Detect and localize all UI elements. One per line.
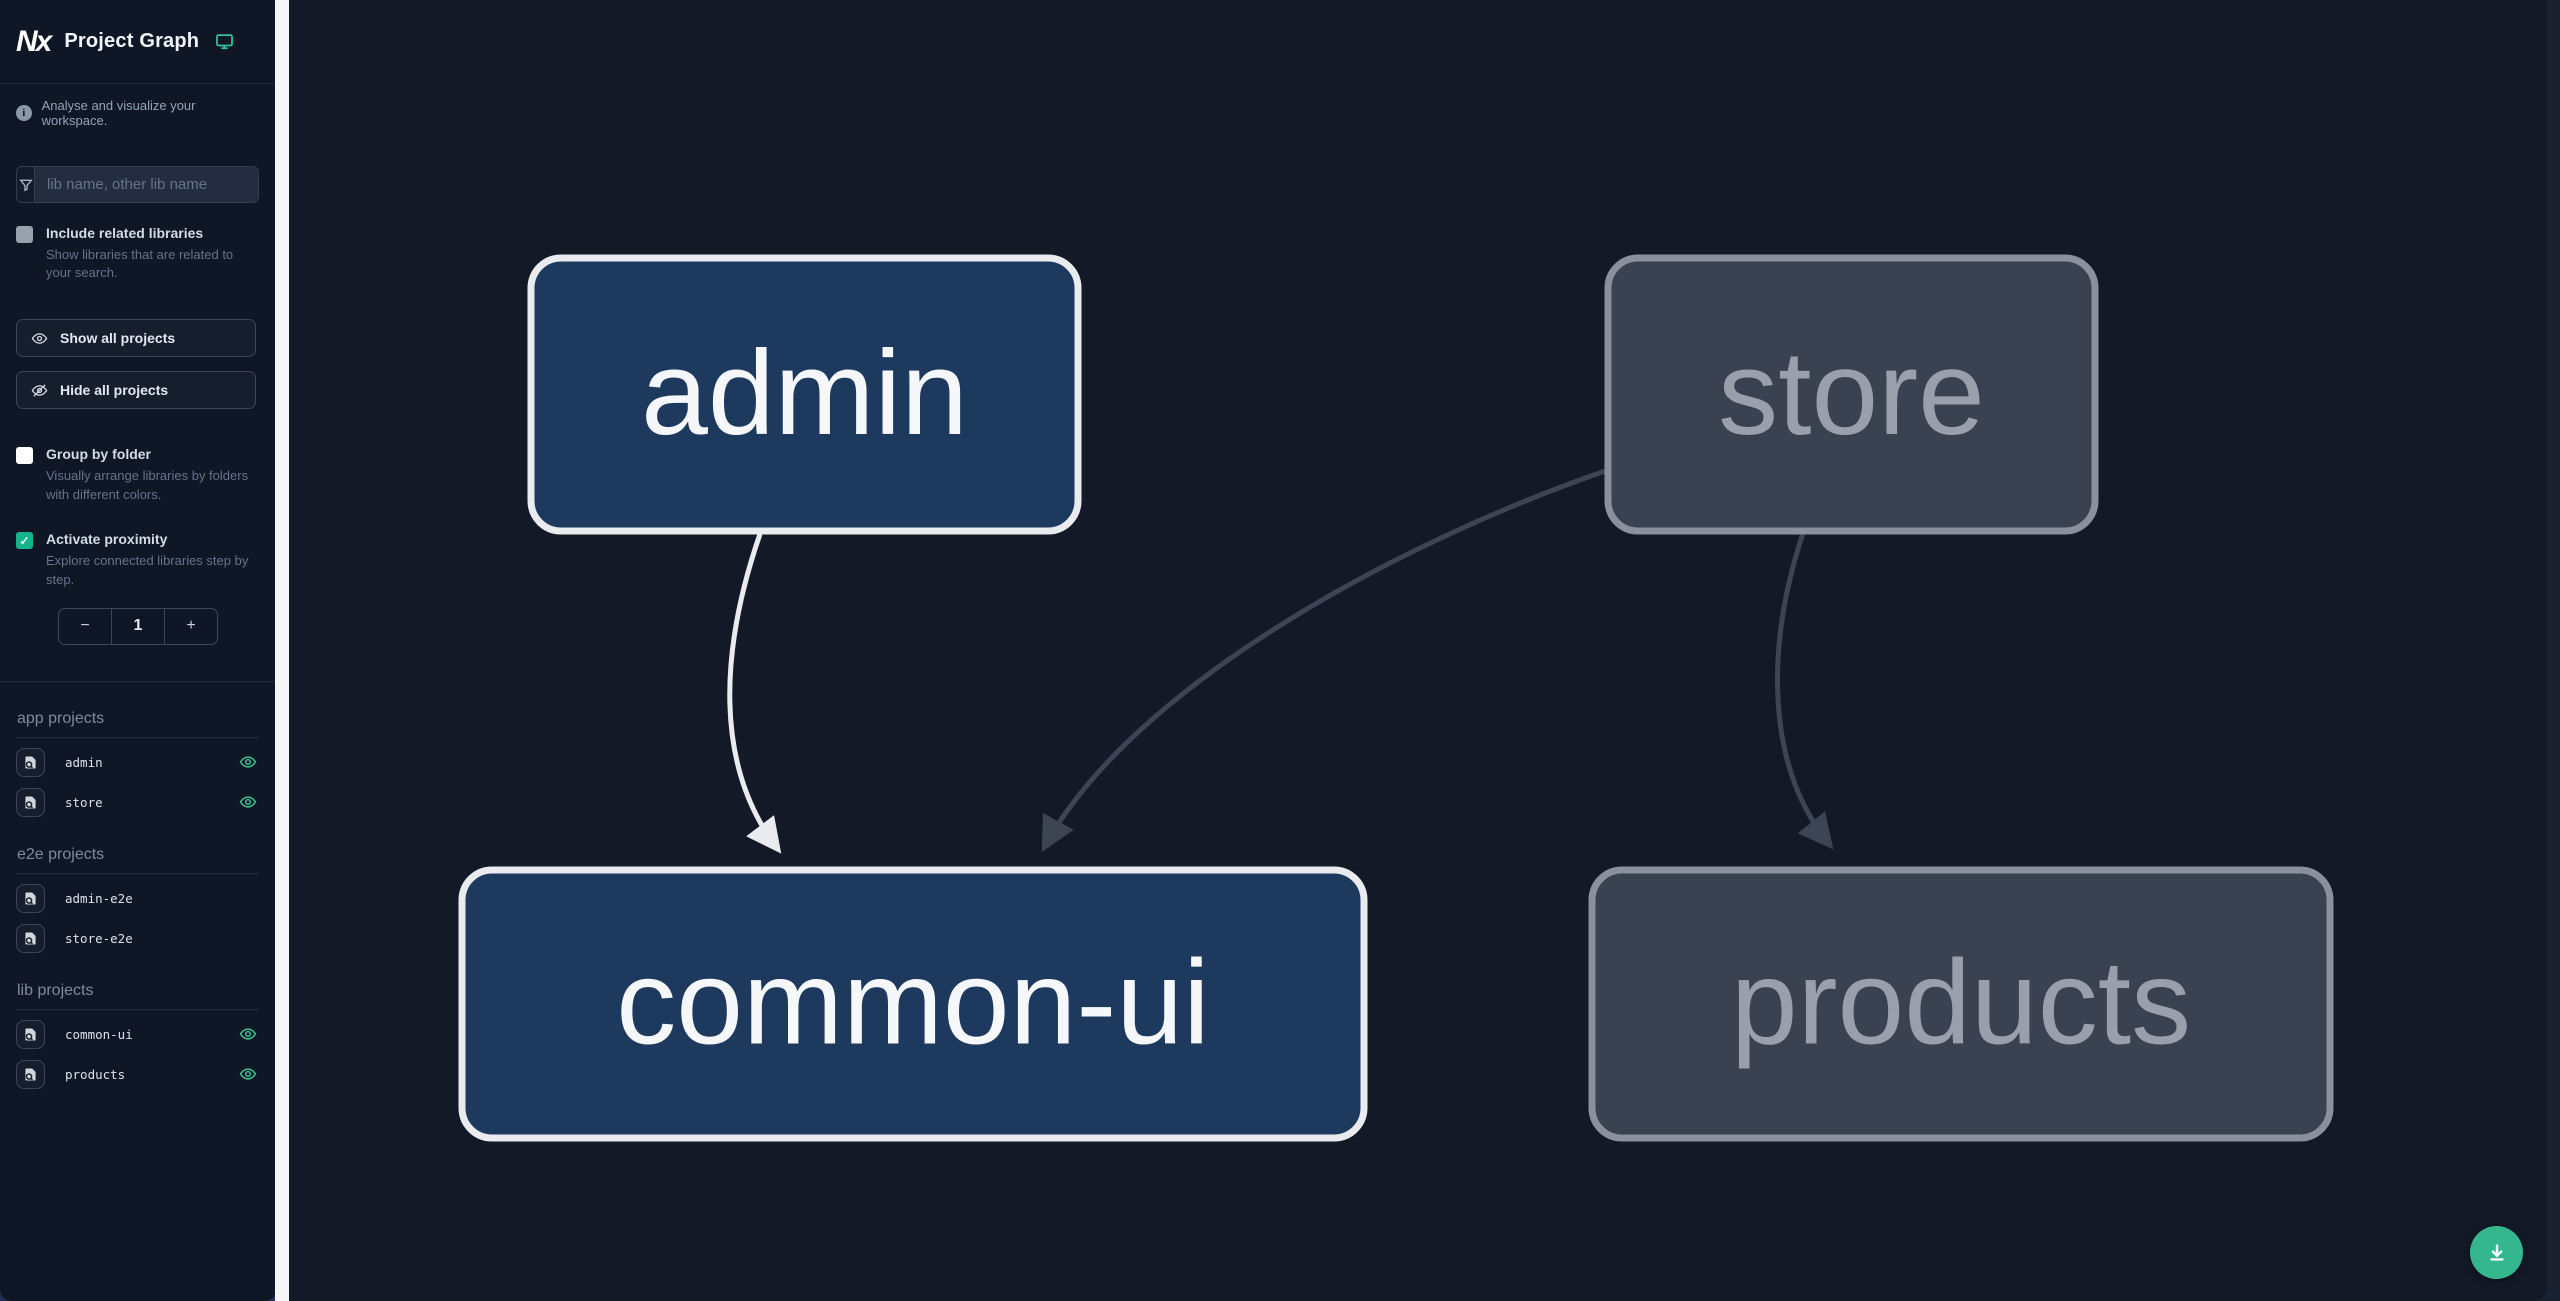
sidebar: Nx Project Graph i Analyse and visualize…: [0, 0, 275, 1301]
include-related-checkbox[interactable]: [16, 226, 33, 243]
focus-project-icon[interactable]: [16, 747, 45, 777]
eye-icon: [31, 332, 48, 344]
project-list-item: admin-e2e: [16, 883, 259, 914]
project-section: e2e projects admin-e2e store-e2e: [0, 818, 275, 954]
section-title: lib projects: [16, 954, 259, 1010]
project-list-item: store-e2e: [16, 923, 259, 954]
node-label-admin: admin: [641, 326, 968, 460]
focus-project-icon[interactable]: [16, 1059, 45, 1089]
toggle-include-related: Include related libraries Show libraries…: [0, 225, 275, 283]
project-sections: app projects admin store e2e projects admin-…: [0, 682, 275, 1090]
toggle-label: Activate proximity: [46, 531, 168, 548]
focus-project-icon[interactable]: [16, 1019, 45, 1049]
project-section: app projects admin store: [0, 682, 275, 818]
graph-node-common-ui[interactable]: common-ui: [458, 866, 1368, 1142]
toggle-label: Include related libraries: [46, 225, 204, 241]
toggle-group-by-folder: Group by folder Visually arrange librari…: [0, 446, 275, 504]
show-all-projects-button[interactable]: Show all projects: [16, 319, 256, 358]
graph-canvas[interactable]: admin store common-ui products: [289, 0, 2547, 1301]
focus-project-icon[interactable]: [16, 787, 45, 817]
eye-off-icon: [31, 384, 48, 397]
proximity-increment-button[interactable]: +: [164, 608, 217, 644]
focus-project-icon[interactable]: [16, 923, 45, 953]
edge-store-to-common-ui[interactable]: [1041, 467, 1609, 853]
hide-all-label: Hide all projects: [60, 382, 169, 399]
project-name: products: [65, 1066, 126, 1082]
visibility-eye-icon[interactable]: [239, 1065, 257, 1083]
visibility-eye-icon[interactable]: [239, 753, 257, 771]
project-name: admin-e2e: [65, 890, 133, 906]
project-name: admin: [65, 754, 103, 770]
proximity-decrement-button[interactable]: −: [59, 608, 112, 644]
graph-node-admin[interactable]: admin: [527, 254, 1082, 535]
section-title: app projects: [16, 682, 259, 738]
search-input[interactable]: [35, 167, 258, 202]
show-all-label: Show all projects: [60, 330, 176, 347]
project-list-item: store: [16, 787, 259, 818]
visibility-eye-icon[interactable]: [239, 1025, 257, 1043]
toggle-activate-proximity: ✓ Activate proximity Explore connected l…: [0, 531, 275, 589]
proximity-value: 1: [133, 617, 143, 635]
activate-proximity-checkbox[interactable]: ✓: [16, 532, 33, 550]
project-list-item: admin: [16, 747, 259, 778]
hide-all-projects-button[interactable]: Hide all projects: [16, 371, 256, 410]
toggle-description: Visually arrange libraries by folders wi…: [46, 467, 249, 502]
filter-funnel-icon: [17, 167, 35, 202]
node-label-products: products: [1731, 936, 2191, 1070]
graph-node-products[interactable]: products: [1588, 866, 2334, 1142]
toggle-label: Group by folder: [46, 446, 151, 463]
workspace-tagline: i Analyse and visualize your workspace.: [0, 84, 275, 128]
download-graph-button[interactable]: [2470, 1226, 2523, 1279]
monitor-icon[interactable]: [215, 32, 234, 51]
page-title: Project Graph: [64, 30, 200, 52]
node-label-store: store: [1718, 326, 1985, 460]
project-list-item: products: [16, 1059, 259, 1090]
panel-divider[interactable]: [275, 0, 289, 1301]
sidebar-header: Nx Project Graph: [0, 0, 275, 84]
node-label-common-ui: common-ui: [616, 936, 1210, 1070]
edge-admin-to-common-ui[interactable]: [727, 533, 782, 854]
section-title: e2e projects: [16, 818, 259, 874]
search-box: [16, 166, 259, 203]
visibility-eye-icon[interactable]: [239, 793, 257, 811]
toggle-description: Explore connected libraries step by step…: [46, 552, 249, 587]
focus-project-icon[interactable]: [16, 883, 45, 913]
project-name: store-e2e: [65, 930, 133, 946]
sidebar-divider: [0, 680, 275, 682]
nx-logo: Nx: [16, 24, 52, 58]
info-icon: i: [16, 105, 32, 121]
toggle-description: Show libraries that are related to your …: [46, 246, 234, 281]
project-list-item: common-ui: [16, 1019, 259, 1050]
edge-store-to-products[interactable]: [1775, 532, 1834, 850]
tagline-text: Analyse and visualize your workspace.: [41, 98, 196, 128]
group-by-folder-checkbox[interactable]: [16, 447, 33, 465]
proximity-stepper: − 1 +: [58, 607, 218, 645]
project-section: lib projects common-ui products: [0, 954, 275, 1090]
download-icon: [2489, 1243, 2504, 1261]
graph-node-store[interactable]: store: [1604, 254, 2099, 535]
project-name: store: [65, 794, 103, 810]
dependency-graph[interactable]: admin store common-ui products: [289, 0, 2547, 1301]
project-name: common-ui: [65, 1026, 133, 1042]
